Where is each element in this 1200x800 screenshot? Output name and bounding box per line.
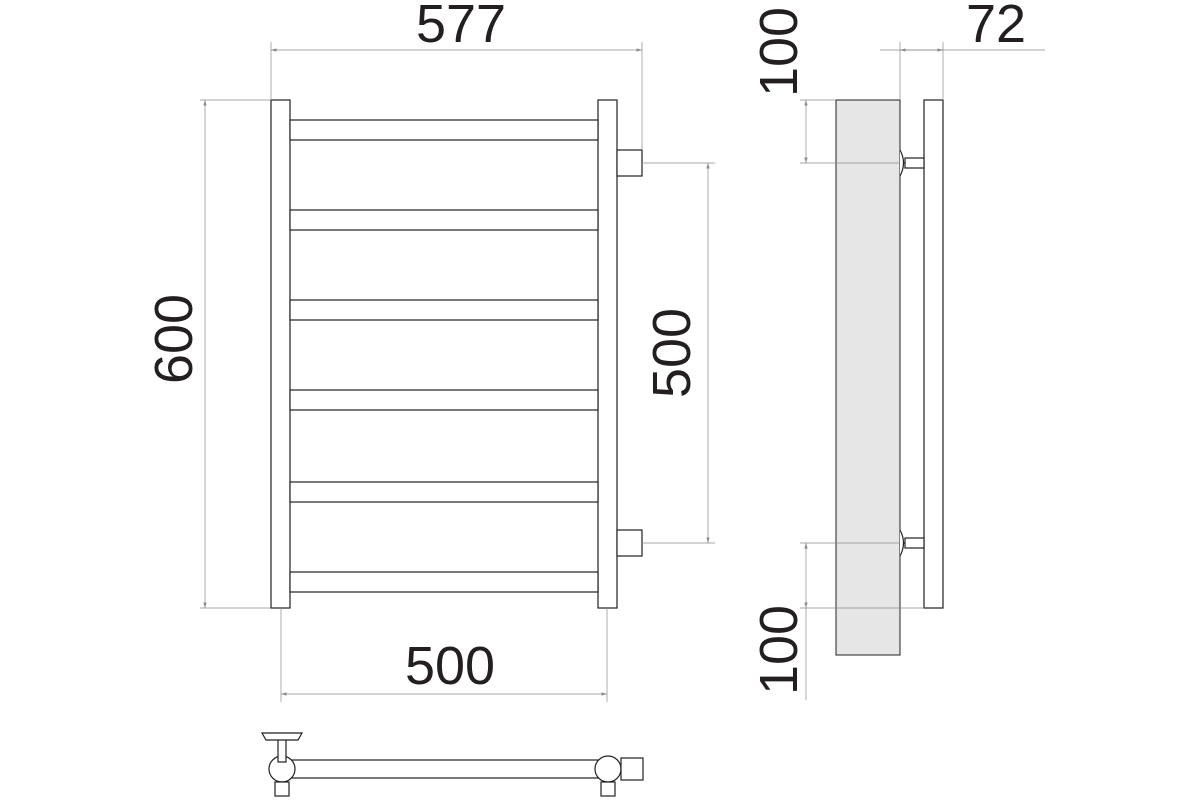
right-connector [620, 757, 644, 781]
rungs [289, 119, 599, 593]
rung [289, 209, 599, 231]
bottom-nipple [904, 537, 925, 549]
top-nipple [904, 157, 925, 169]
wall-section [835, 99, 901, 656]
top-fitting-flange [899, 149, 905, 177]
rung [289, 299, 599, 321]
dim-overall-width: 577 [416, 0, 506, 54]
top-view [260, 732, 644, 797]
right-post-circle [594, 755, 622, 783]
rung [289, 571, 599, 593]
left-post-stub [274, 781, 290, 797]
bottom-connector [616, 529, 643, 557]
dim-overall-height: 600 [144, 294, 204, 384]
wall-bracket-plate [260, 732, 304, 741]
right-post [597, 99, 618, 609]
rung [289, 389, 599, 411]
rung [289, 119, 599, 141]
front-view: 577 600 500 500 [144, 0, 715, 702]
top-rail-bar [281, 759, 613, 779]
top-connector [616, 149, 643, 177]
bottom-fitting-flange [899, 529, 905, 557]
wall-bracket-stem [277, 737, 287, 763]
left-post [270, 99, 291, 609]
right-post-stub [600, 781, 616, 797]
side-view: 72 100 100 [749, 0, 1045, 700]
dim-rail-width: 500 [405, 636, 495, 696]
dim-top-offset: 100 [749, 7, 809, 97]
dim-bottom-offset: 100 [749, 605, 809, 695]
side-rail [923, 99, 944, 609]
rung [289, 481, 599, 503]
dim-depth: 72 [966, 0, 1026, 54]
dim-connection-spacing: 500 [642, 308, 702, 398]
